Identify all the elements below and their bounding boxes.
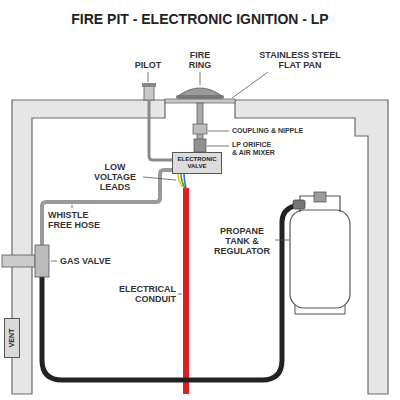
enclosure: [12, 100, 388, 394]
node-text: ELECTRONIC VALVE: [175, 156, 219, 170]
lead-wire: [181, 174, 185, 188]
tank-body: [290, 210, 350, 308]
valve-box: ELECTRONIC VALVE: [172, 152, 222, 174]
orifice-mixer: [194, 139, 206, 152]
regulator: [293, 200, 305, 209]
part-label: PROPANE TANK & REGULATOR: [210, 226, 274, 256]
leader-line: [207, 146, 229, 147]
leader-line: [208, 131, 229, 132]
pilot-tube: [149, 100, 172, 160]
leader-line: [51, 261, 57, 262]
leader-lines: [51, 72, 289, 294]
tank-valve: [314, 192, 326, 202]
fire-ring-base: [176, 95, 224, 99]
part-label: COUPLING & NIPPLE: [232, 127, 332, 135]
part-label: WHISTLE FREE HOSE: [48, 210, 106, 230]
leader-line: [143, 177, 176, 180]
part-label: LOW VOLTAGE LEADS: [90, 162, 140, 192]
part-label: PILOT: [128, 60, 168, 70]
leader-line: [232, 72, 268, 98]
leader-line: [275, 240, 289, 241]
pilot-cap: [142, 83, 156, 87]
part-label: LP ORIFICE & AIR MIXER: [232, 141, 277, 157]
coupling: [193, 124, 207, 134]
lead-wire: [184, 174, 186, 188]
diagram-title: FIRE PIT - ELECTRONIC IGNITION - LP: [0, 11, 400, 27]
leader-line: [200, 72, 201, 85]
part-label: FIRE RING: [183, 50, 217, 70]
vent-text: VENT: [8, 329, 16, 348]
leader-line: [148, 72, 149, 82]
propane-tank: [290, 192, 350, 314]
electrical-conduit: [183, 188, 189, 394]
propane-hose: [42, 206, 294, 380]
part-label: STAINLESS STEEL FLAT PAN: [253, 50, 348, 70]
gas-valve-knob: [2, 255, 35, 267]
lead-wire: [178, 174, 184, 188]
flat-pan: [165, 99, 235, 103]
part-label: GAS VALVE: [60, 256, 130, 266]
pilot-body: [144, 86, 154, 100]
vent-box: VENT: [4, 318, 20, 358]
part-label: ELECTRICAL CONDUIT: [108, 284, 176, 304]
leader-line: [72, 205, 73, 208]
gas-valve-body: [35, 245, 49, 277]
fire-ring-dome: [178, 88, 222, 96]
left-wall: [12, 100, 165, 394]
leader-line: [178, 294, 182, 295]
